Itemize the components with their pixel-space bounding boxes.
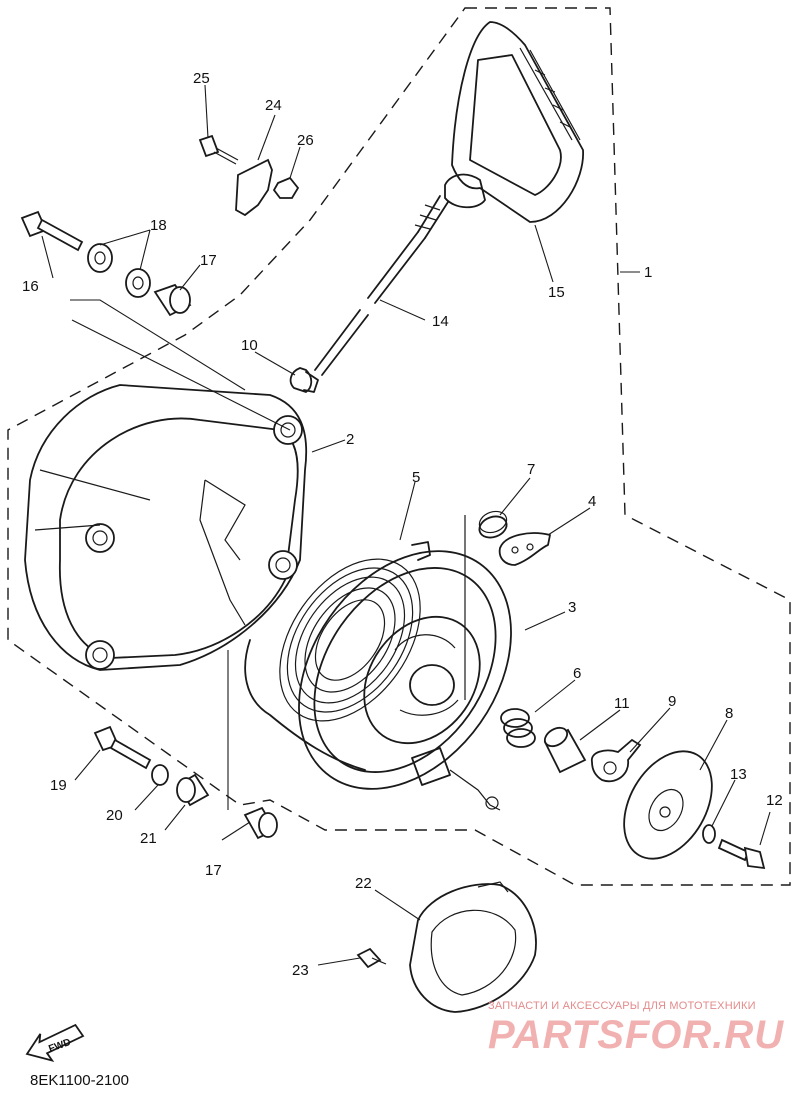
callout-labels: 1 2 3 4 5 6 7 8 9 10 11 12 13 14 15 16 1… <box>22 70 783 979</box>
bolt-25-part <box>198 134 239 165</box>
screw-23-part <box>356 947 387 969</box>
spiral-spring-part <box>279 541 431 722</box>
collar-18-part <box>87 243 151 298</box>
drive-plate-part <box>623 750 713 860</box>
callout-13: 13 <box>730 766 747 783</box>
callout-23: 23 <box>292 962 309 979</box>
bolt-19-part <box>93 725 152 770</box>
callout-7: 7 <box>527 461 535 478</box>
callout-19: 19 <box>50 777 67 794</box>
bolt-16-part <box>20 210 84 252</box>
watermark-tagline: ЗАПЧАСТИ И АКСЕССУАРЫ ДЛЯ МОТОТЕХНИКИ <box>488 1000 756 1012</box>
callout-3: 3 <box>568 599 576 616</box>
callout-4: 4 <box>588 493 596 510</box>
callout-25: 25 <box>193 70 210 87</box>
starter-rope-lower <box>314 309 369 376</box>
callout-15: 15 <box>548 284 565 301</box>
washer-20-part <box>151 764 169 786</box>
reel-part <box>298 550 512 811</box>
callout-17-upper: 17 <box>200 252 217 269</box>
callout-1: 1 <box>644 264 652 281</box>
grommet-17-upper-part <box>153 283 192 317</box>
callout-16: 16 <box>22 278 39 295</box>
pawl-part <box>498 532 551 566</box>
nut-26-part <box>272 176 300 199</box>
collar-part <box>543 726 587 774</box>
forward-arrow-icon: FWD <box>25 1023 85 1063</box>
callout-22: 22 <box>355 875 372 892</box>
pulley-cover-22-part <box>409 881 537 1013</box>
callout-10: 10 <box>241 337 258 354</box>
starter-case-part <box>24 384 308 671</box>
drawing-code: 8EK1100-2100 <box>30 1072 129 1089</box>
callout-12: 12 <box>766 792 783 809</box>
callout-18: 18 <box>150 217 167 234</box>
callout-6: 6 <box>573 665 581 682</box>
bolt-12-part <box>717 838 766 870</box>
watermark-logo: PARTSFOR.RU <box>488 1013 785 1057</box>
callout-9: 9 <box>668 693 676 710</box>
callout-11: 11 <box>614 695 630 712</box>
leader-lines <box>41 84 771 966</box>
callout-5: 5 <box>412 469 420 486</box>
collar-21-part <box>176 773 210 807</box>
washer-13-part <box>702 824 716 844</box>
grommet-17-lower-part <box>243 806 278 840</box>
rope-end <box>244 639 366 771</box>
callout-26: 26 <box>297 132 314 149</box>
callout-14: 14 <box>432 313 449 330</box>
assembly-outline <box>7 7 791 886</box>
spring-6-part <box>500 708 536 748</box>
callout-8: 8 <box>725 705 733 722</box>
callout-17-lower: 17 <box>205 862 222 879</box>
rope-guide-part <box>289 367 319 393</box>
pull-handle-part <box>414 21 584 239</box>
bracket-24-part <box>235 158 273 217</box>
callout-2: 2 <box>346 431 354 448</box>
friction-plate-part <box>591 738 642 783</box>
starter-rope-part <box>367 231 426 304</box>
callout-20: 20 <box>106 807 123 824</box>
spring-7-part <box>464 510 508 700</box>
callout-21: 21 <box>140 830 157 847</box>
callout-24: 24 <box>265 97 282 114</box>
